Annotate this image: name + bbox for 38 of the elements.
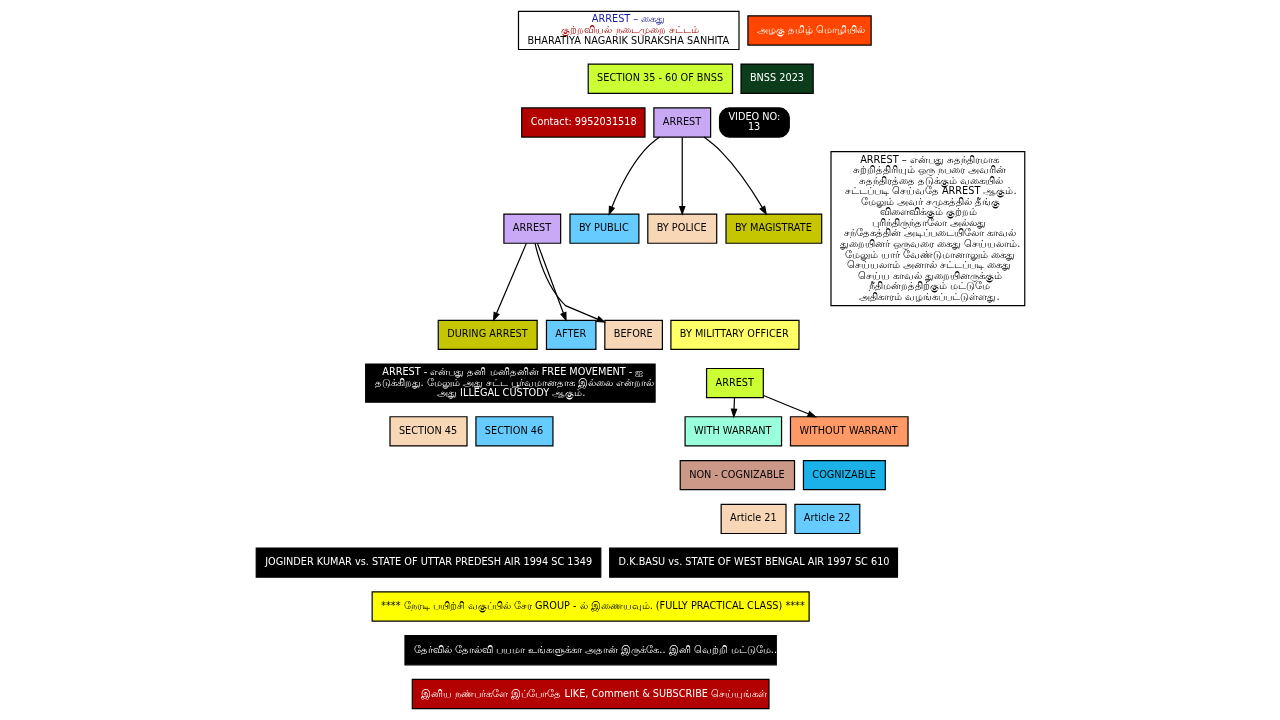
node-box: ARREST (652, 107, 711, 138)
node-box: அழகு தமிழ் மொழியில் (746, 15, 872, 46)
node-box: NON - COGNIZABLE (679, 459, 795, 491)
node-box: தேர்வில் தோல்வி பயமா உங்களுக்கா அதான் இருக்கே.. இனி வெற்றி மட்டுமே.. (403, 635, 777, 666)
node-box: **** நேரடி பயிற்சி வகுப்பில் சேர GROUP - ல் இணையவும். (FULLY PRACTICAL CLASS) **** (371, 591, 810, 622)
node-box: WITHOUT WARRANT (789, 416, 909, 447)
node-box: ARREST – கைது குற்றவியல் நடைமுறை சட்டம் BHARATIYA NAGARIK SURAKSHA SANHITA (517, 10, 740, 51)
node-box: COGNIZABLE (802, 459, 886, 491)
node-box: AFTER (545, 319, 596, 351)
node-box: JOGINDER KUMAR vs. STATE OF UTTAR PREDESH AIR 1994 SC 1349 (255, 547, 601, 578)
node-box: BEFORE (603, 319, 663, 351)
node-box: ARREST (502, 213, 561, 244)
arrow (762, 394, 817, 418)
node-box: SECTION 35 - 60 OF BNSS (587, 63, 733, 94)
node-box: BY MILITTARY OFFICER (669, 319, 800, 351)
node-box: DURING ARREST (437, 319, 538, 351)
node-box: BNSS 2023 (739, 63, 814, 94)
node-box: VIDEO NO: 13 (718, 107, 790, 138)
node-box: BY MAGISTRATE (724, 213, 822, 244)
arrow (702, 136, 767, 216)
arrow (730, 397, 737, 419)
arrow (536, 242, 567, 322)
node-box: BY POLICE (646, 213, 717, 244)
arrow (533, 242, 606, 323)
arrow (678, 136, 686, 216)
node-box: ARREST – என்பது சுதந்திரமாக சுற்றித்திரியும் ஒரு நபரை அவரின் சுதந்திரத்தை தடுக்கும் வகையில் சட்டப்படி செய்வதே ARREST ஆகும். மேலும் அவர் சமுகத்தில் தீங்கு விளைவிக்கும் குற்றம் புரிந்திருந்தாலோ அல்லது சந்தேகத்தின் அடிப்படையிலோ காவல் துறையினர் ஒருவரை கைது செய்யலாம். மேலும் யார் வேண்டுமானாலும் கைது செய்யலாம் அனால் சட்டப்படி கைது செய்ய காவல் துறையினருக்கும் நீதிமன்றத்திற்கும் மட்டுமே அதிகாரம் வழங்கப்பட்டுள்ளது. (829, 151, 1025, 307)
node-box: Article 21 (720, 503, 787, 535)
arrow (608, 136, 660, 216)
node-box: இனிய நண்பர்களே இப்போதே LIKE, Comment & SUBSCRIBE செய்யுங்கள் (411, 678, 770, 710)
node-box: SECTION 46 (474, 416, 554, 447)
node-box: ARREST (705, 367, 764, 399)
node-box: Contact: 9952031518 (520, 107, 646, 138)
node-box: BY PUBLIC (568, 213, 639, 244)
node-box: SECTION 45 (388, 416, 468, 447)
node-box: D.K.BASU vs. STATE OF WEST BENGAL AIR 1997 SC 610 (608, 547, 898, 578)
node-box: Article 22 (793, 503, 860, 535)
node-box: WITH WARRANT (684, 416, 782, 447)
arrow (492, 242, 527, 322)
